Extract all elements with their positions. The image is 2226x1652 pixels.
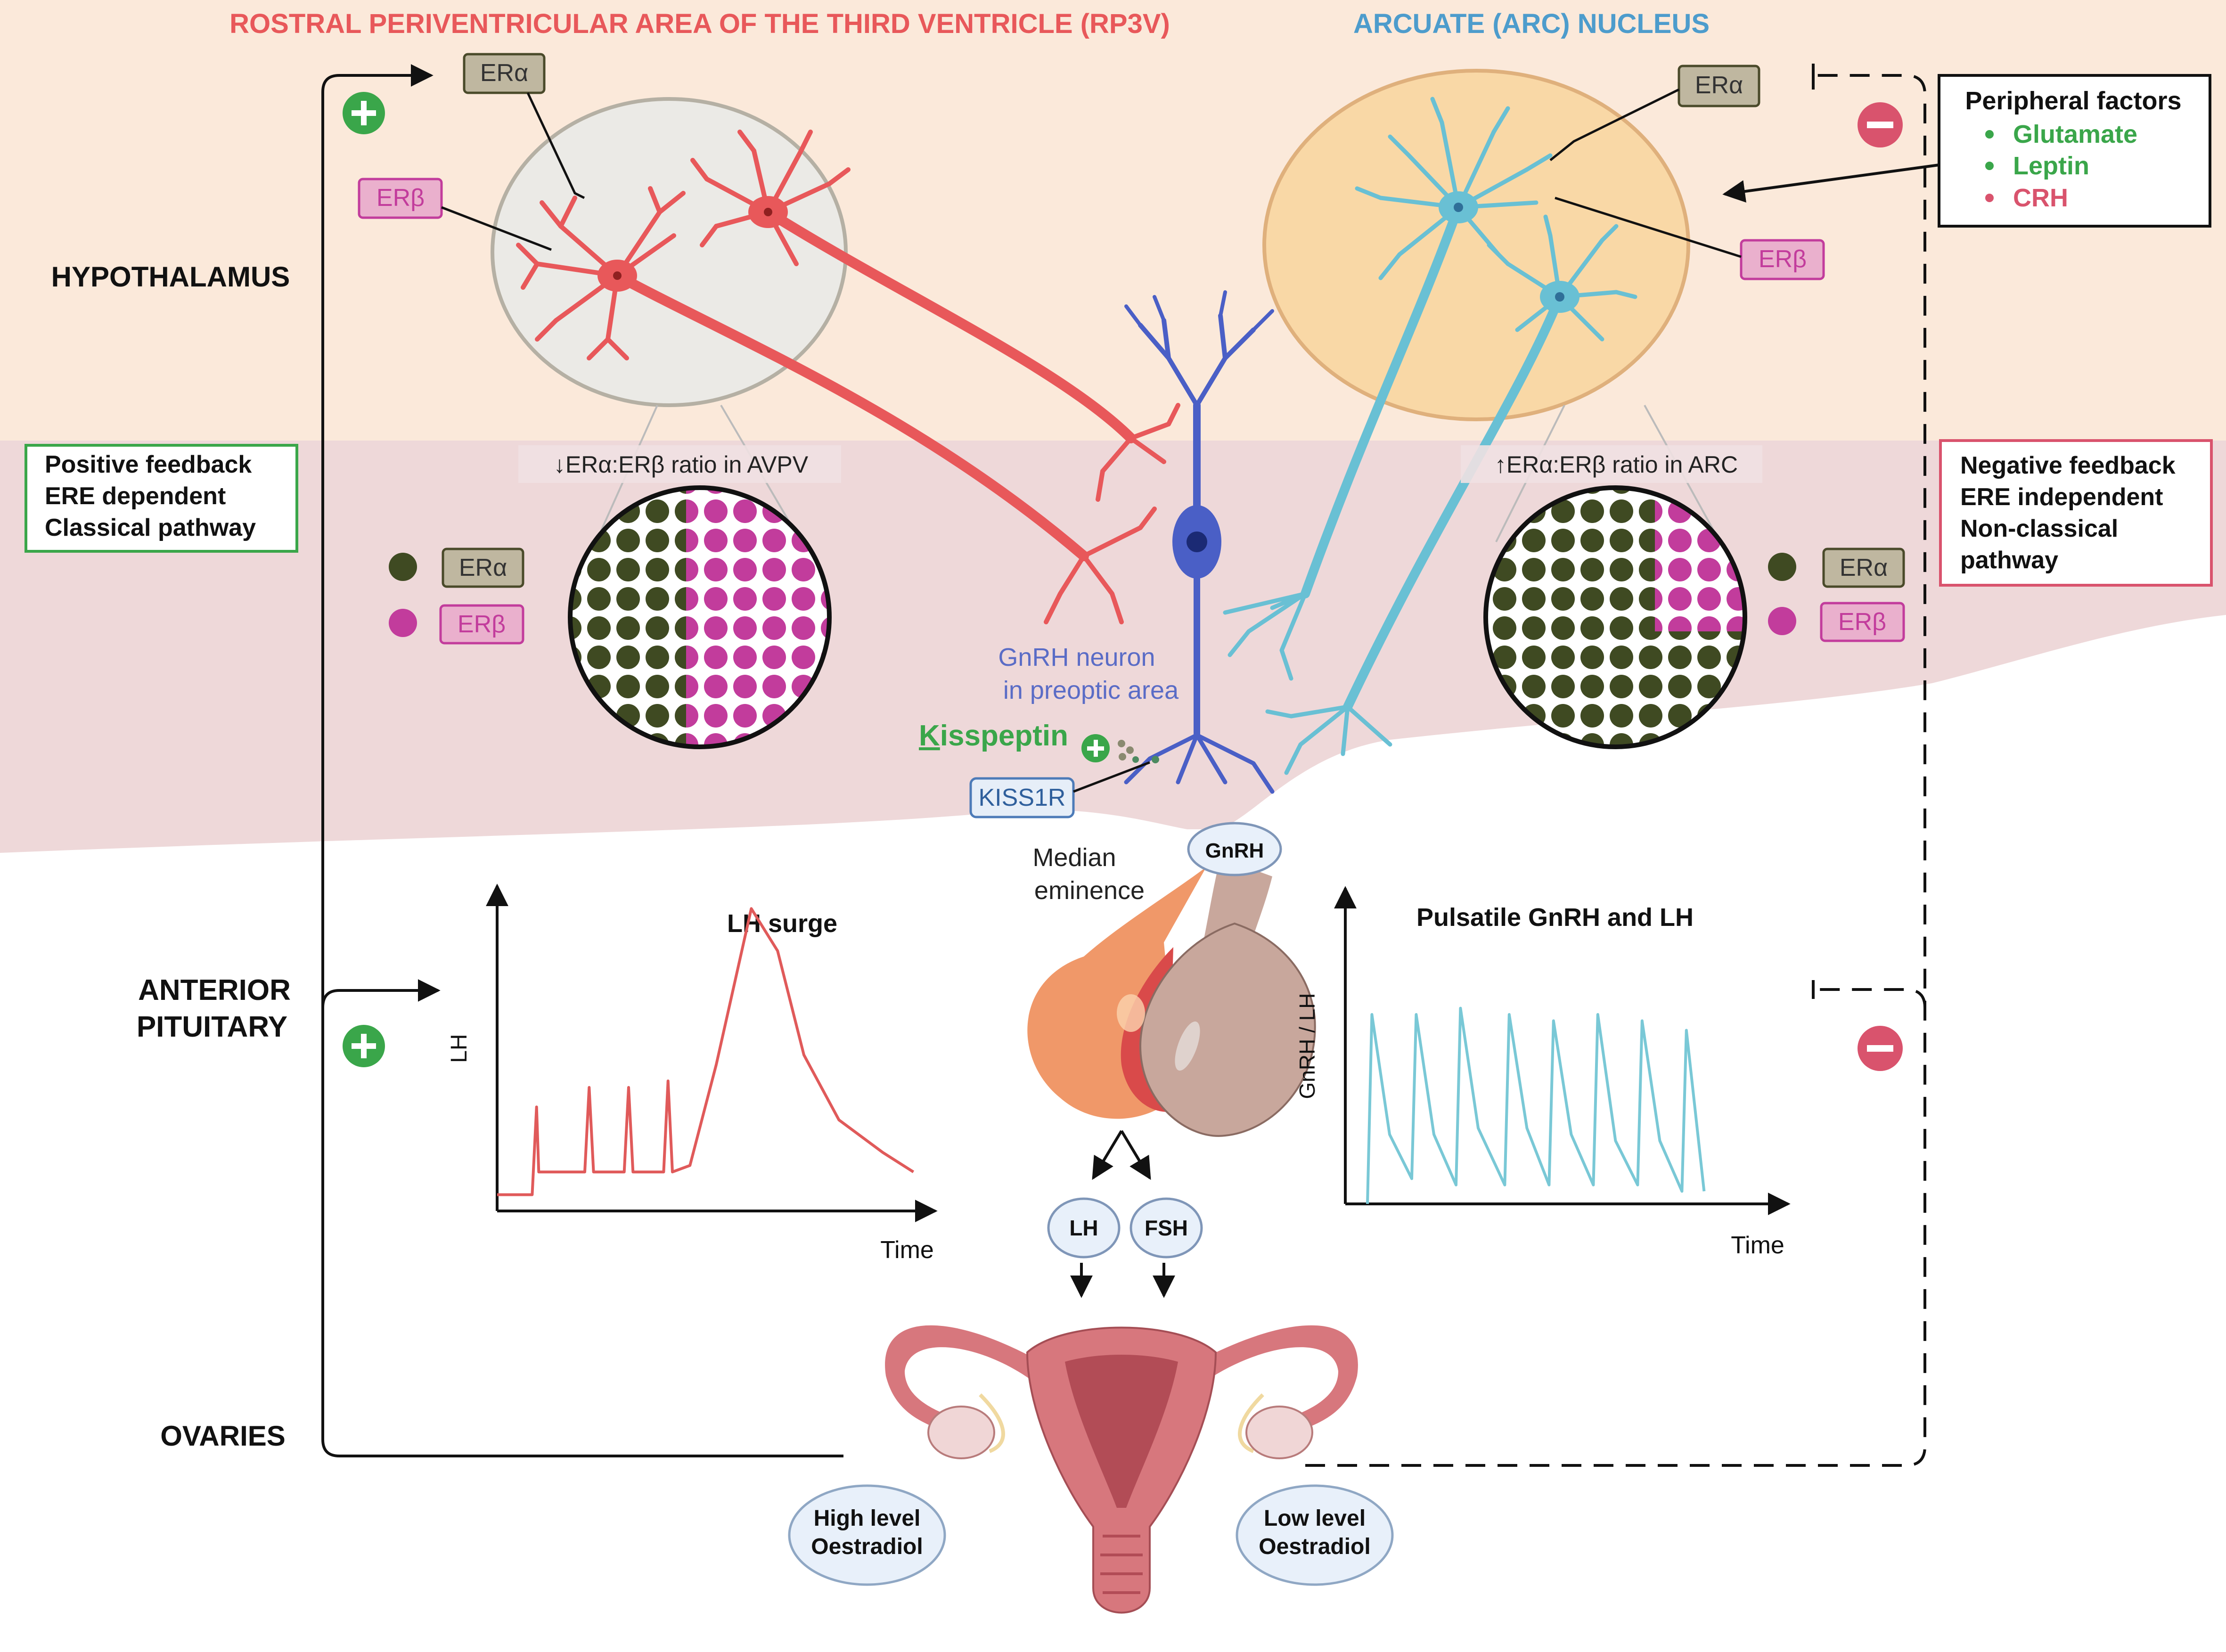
- lh-bubble: [1047, 1197, 1121, 1259]
- arc-ratio-label: ↑ERα:ERβ ratio in ARC: [1495, 451, 1738, 478]
- positive-line-1: Positive feedback: [45, 451, 252, 478]
- kisspeptin-plus-icon: [1081, 734, 1110, 762]
- lh-chart-ylabel: LH: [447, 1034, 472, 1063]
- kisspeptin-particles-icon: [1118, 740, 1159, 763]
- gnrh-bubble: [1187, 822, 1282, 876]
- low-oestradiol-line1: Low level: [1264, 1506, 1366, 1531]
- fsh-bubble-text: FSH: [1145, 1216, 1188, 1240]
- er-beta-tag-left-text: ERβ: [376, 184, 425, 212]
- median-eminence-2: eminence: [1034, 876, 1145, 905]
- rp3v-nucleus: [491, 97, 848, 407]
- rp3v-title: ROSTRAL PERIVENTRICULAR AREA OF THE THIR…: [229, 8, 1170, 39]
- high-oestradiol-line1: High level: [814, 1506, 921, 1531]
- ovaries-label: OVARIES: [160, 1420, 286, 1452]
- peripheral-item-leptin: Leptin: [2013, 152, 2089, 180]
- er-beta-tag-right: [1740, 239, 1825, 280]
- avpv-ratio-label: ↓ERα:ERβ ratio in AVPV: [554, 451, 809, 478]
- lh-chart-title: LH surge: [727, 909, 837, 938]
- high-oestradiol-line2: Oestradiol: [811, 1534, 923, 1559]
- lh-series-line: [497, 907, 915, 1196]
- er-beta-legend-dot-right: [1768, 607, 1796, 635]
- negative-line-4: pathway: [1960, 547, 2058, 574]
- pulsatile-chart: Pulsatile GnRH and LH Time GnRH / LH: [1295, 886, 1791, 1259]
- kisspeptin-initial: K: [919, 720, 940, 752]
- low-oestradiol-line2: Oestradiol: [1259, 1534, 1370, 1559]
- peripheral-title: Peripheral factors: [1965, 87, 2181, 115]
- gnrh-neuron-label-2: in preoptic area: [1003, 676, 1179, 704]
- hypothalamus-label: HYPOTHALAMUS: [51, 261, 290, 293]
- high-oestradiol-bubble: [788, 1484, 946, 1586]
- gnrh-bubble-text: GnRH: [1205, 839, 1264, 862]
- minus-sign-top: [1858, 102, 1903, 147]
- er-alpha-legend-dot-right: [1768, 553, 1796, 581]
- median-eminence-1: Median: [1032, 843, 1116, 872]
- negative-feedback-box: [1939, 439, 2213, 587]
- er-beta-legend-right: ERβ: [1838, 608, 1886, 636]
- er-alpha-legend-dot-left: [389, 553, 417, 581]
- er-alpha-legend-left: ERα: [459, 554, 507, 581]
- positive-line-3: Classical pathway: [45, 514, 256, 541]
- arc-title: ARCUATE (ARC) NUCLEUS: [1353, 8, 1710, 39]
- lh-bubble-text: LH: [1069, 1216, 1098, 1240]
- fsh-bubble: [1129, 1197, 1203, 1259]
- plus-sign-pituitary: [343, 1025, 385, 1067]
- er-beta-tag-right-text: ERβ: [1759, 245, 1807, 273]
- peripheral-item-glutamate: Glutamate: [2013, 120, 2137, 148]
- negative-line-3: Non-classical: [1960, 515, 2118, 542]
- peripheral-arrow: [1722, 164, 1940, 203]
- arc-nucleus: [1262, 69, 1690, 421]
- plus-sign-top: [343, 92, 385, 134]
- bullet-icon: [1985, 194, 1994, 202]
- positive-loop-line: [321, 64, 843, 1457]
- kiss1r-tag: [969, 777, 1075, 818]
- bullet-icon: [1985, 130, 1994, 139]
- er-alpha-tag-left: [463, 53, 546, 94]
- peripheral-factors-box: [1938, 74, 2211, 228]
- negative-loop-line: [1305, 74, 1926, 1467]
- pulse-series-line: [1366, 1006, 1706, 1204]
- arrow-to-fsh: [1120, 1130, 1151, 1180]
- low-oestradiol-bubble: [1236, 1484, 1394, 1586]
- rp3v-neurons: [516, 130, 1180, 624]
- kisspeptin-rest: isspeptin: [940, 720, 1068, 752]
- er-beta-legend-left: ERβ: [458, 611, 506, 638]
- negative-line-2: ERE independent: [1960, 483, 2163, 511]
- pulse-chart-ylabel: GnRH / LH: [1295, 993, 1319, 1099]
- anterior-label: ANTERIOR: [138, 974, 291, 1006]
- er-alpha-tag-right-text: ERα: [1695, 72, 1743, 99]
- negative-line-1: Negative feedback: [1960, 452, 2176, 479]
- pituitary-label: PITUITARY: [137, 1011, 287, 1043]
- arrow-to-lh: [1092, 1130, 1123, 1180]
- er-alpha-legend-right: ERα: [1840, 554, 1888, 581]
- negative-loop-pituitary-branch: [1813, 988, 1926, 1008]
- minus-sign-pituitary: [1858, 1026, 1903, 1071]
- er-beta-tag-left: [358, 178, 443, 219]
- hypothalamus-band: [0, 0, 2226, 441]
- lh-surge-chart: LH surge Time LH: [447, 883, 938, 1264]
- bullet-icon: [1985, 162, 1994, 170]
- gnrh-neuron-label-1: GnRH neuron: [998, 643, 1155, 671]
- pulse-chart-title: Pulsatile GnRH and LH: [1416, 903, 1694, 932]
- kisspeptin-label: Kisspeptin: [919, 720, 1068, 752]
- positive-loop-pituitary-branch: [321, 979, 441, 1008]
- lh-chart-xlabel: Time: [880, 1236, 934, 1264]
- kiss1r-text: KISS1R: [979, 784, 1066, 811]
- pulse-chart-xlabel: Time: [1731, 1232, 1784, 1259]
- er-beta-legend-dot-left: [389, 609, 417, 637]
- er-alpha-tag-right: [1678, 65, 1760, 107]
- peripheral-item-crh: CRH: [2013, 184, 2068, 212]
- uterus-and-ovaries: [885, 1325, 1358, 1614]
- positive-line-2: ERE dependent: [45, 483, 226, 510]
- positive-feedback-box: [25, 444, 298, 553]
- er-alpha-tag-left-text: ERα: [480, 59, 528, 87]
- pituitary-gland: [1027, 858, 1316, 1137]
